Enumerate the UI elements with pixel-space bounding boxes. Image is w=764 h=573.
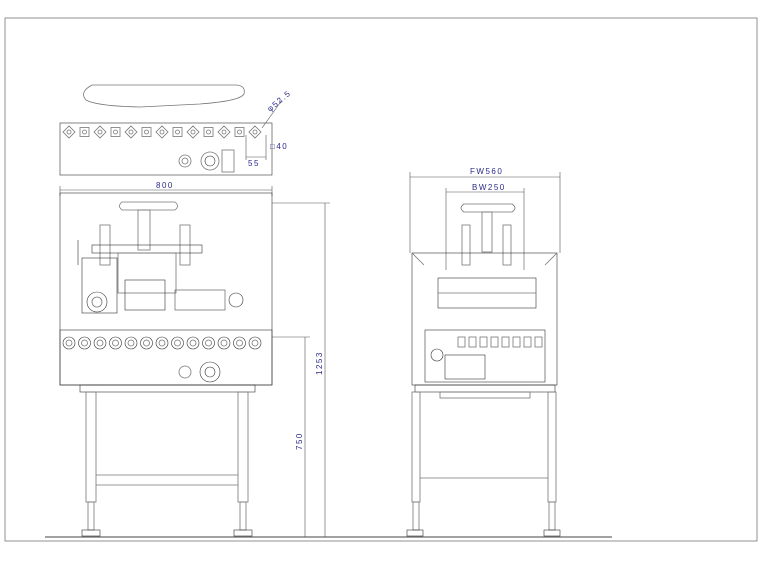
dim-width: 800 <box>156 181 174 190</box>
roller-hub <box>174 339 181 347</box>
front-top-plan <box>59 84 283 176</box>
side-elevation <box>406 203 561 537</box>
machine-body <box>59 192 273 386</box>
roller <box>62 336 76 350</box>
roller-hub <box>189 339 197 347</box>
gear-large <box>200 151 220 171</box>
hole-square <box>234 127 245 137</box>
side-roller-row <box>457 336 543 348</box>
chain-link <box>468 336 477 348</box>
roller <box>233 336 246 350</box>
hole-center <box>206 129 211 135</box>
dim-table-height: 750 <box>295 432 304 450</box>
roller-hub <box>127 339 135 347</box>
dim-frame-width: FW560 <box>470 167 503 176</box>
roller <box>217 336 231 350</box>
chain-link <box>534 336 543 348</box>
hole-diamond <box>186 125 200 139</box>
hole-square <box>172 127 183 137</box>
hole-center <box>221 129 227 135</box>
front-stand <box>79 384 256 537</box>
roller <box>78 336 91 350</box>
chain-link <box>523 336 532 348</box>
roller-hub <box>112 339 119 347</box>
roller-hub <box>158 339 166 347</box>
side-body <box>411 252 558 386</box>
roller <box>171 336 184 350</box>
hole-center <box>144 129 149 135</box>
hole-square <box>203 127 214 137</box>
roller-hub <box>143 339 150 347</box>
hole-diamond <box>155 125 169 139</box>
hole-center <box>175 129 180 135</box>
side-motor <box>444 354 486 380</box>
hole-center <box>82 129 87 135</box>
chain-link <box>479 336 488 348</box>
roller-row <box>62 336 262 350</box>
top-plate <box>59 122 273 176</box>
roller <box>248 336 262 350</box>
drawing-frame <box>4 17 758 542</box>
roller <box>155 336 169 350</box>
roller-hub <box>251 339 259 347</box>
roller-hub <box>205 339 212 347</box>
hole-diamond <box>248 125 262 139</box>
roller-hub <box>220 339 228 347</box>
dim-pitch: 55 <box>248 159 260 168</box>
roller-hub <box>65 339 73 347</box>
roller <box>202 336 215 350</box>
hole-square <box>141 127 152 137</box>
dim-total-height: 1253 <box>315 351 324 375</box>
chain-link <box>512 336 521 348</box>
motor <box>86 291 108 313</box>
chain-link <box>457 336 466 348</box>
roller <box>109 336 122 350</box>
hole-diamond <box>124 125 138 139</box>
chain-link <box>490 336 499 348</box>
hole-center <box>97 129 103 135</box>
roller <box>93 336 107 350</box>
roller <box>124 336 138 350</box>
front-elevation <box>59 192 273 386</box>
roller <box>186 336 200 350</box>
dim-hole-diameter: φ52.5 <box>266 88 293 113</box>
hole-square <box>79 127 90 137</box>
roller-hub <box>236 339 243 347</box>
hole-diamond <box>217 125 231 139</box>
hole-diamond <box>62 125 76 139</box>
dim-belt-width: BW250 <box>472 183 506 192</box>
hole-center <box>252 129 258 135</box>
handwheel-plan <box>83 84 245 108</box>
gear-small <box>178 154 192 168</box>
hole-center <box>128 129 134 135</box>
hole-center <box>66 129 72 135</box>
roller-hub <box>96 339 104 347</box>
hole-center <box>190 129 196 135</box>
hole-diamond <box>93 125 107 139</box>
hole-row <box>62 125 262 139</box>
hole-center <box>237 129 242 135</box>
hole-center <box>113 129 118 135</box>
hole-center <box>159 129 165 135</box>
handwheel <box>119 201 178 211</box>
roller-hub <box>81 339 88 347</box>
chain-link <box>501 336 510 348</box>
hole-square <box>110 127 121 137</box>
roller <box>140 336 153 350</box>
dim-square: □40 <box>270 142 288 151</box>
